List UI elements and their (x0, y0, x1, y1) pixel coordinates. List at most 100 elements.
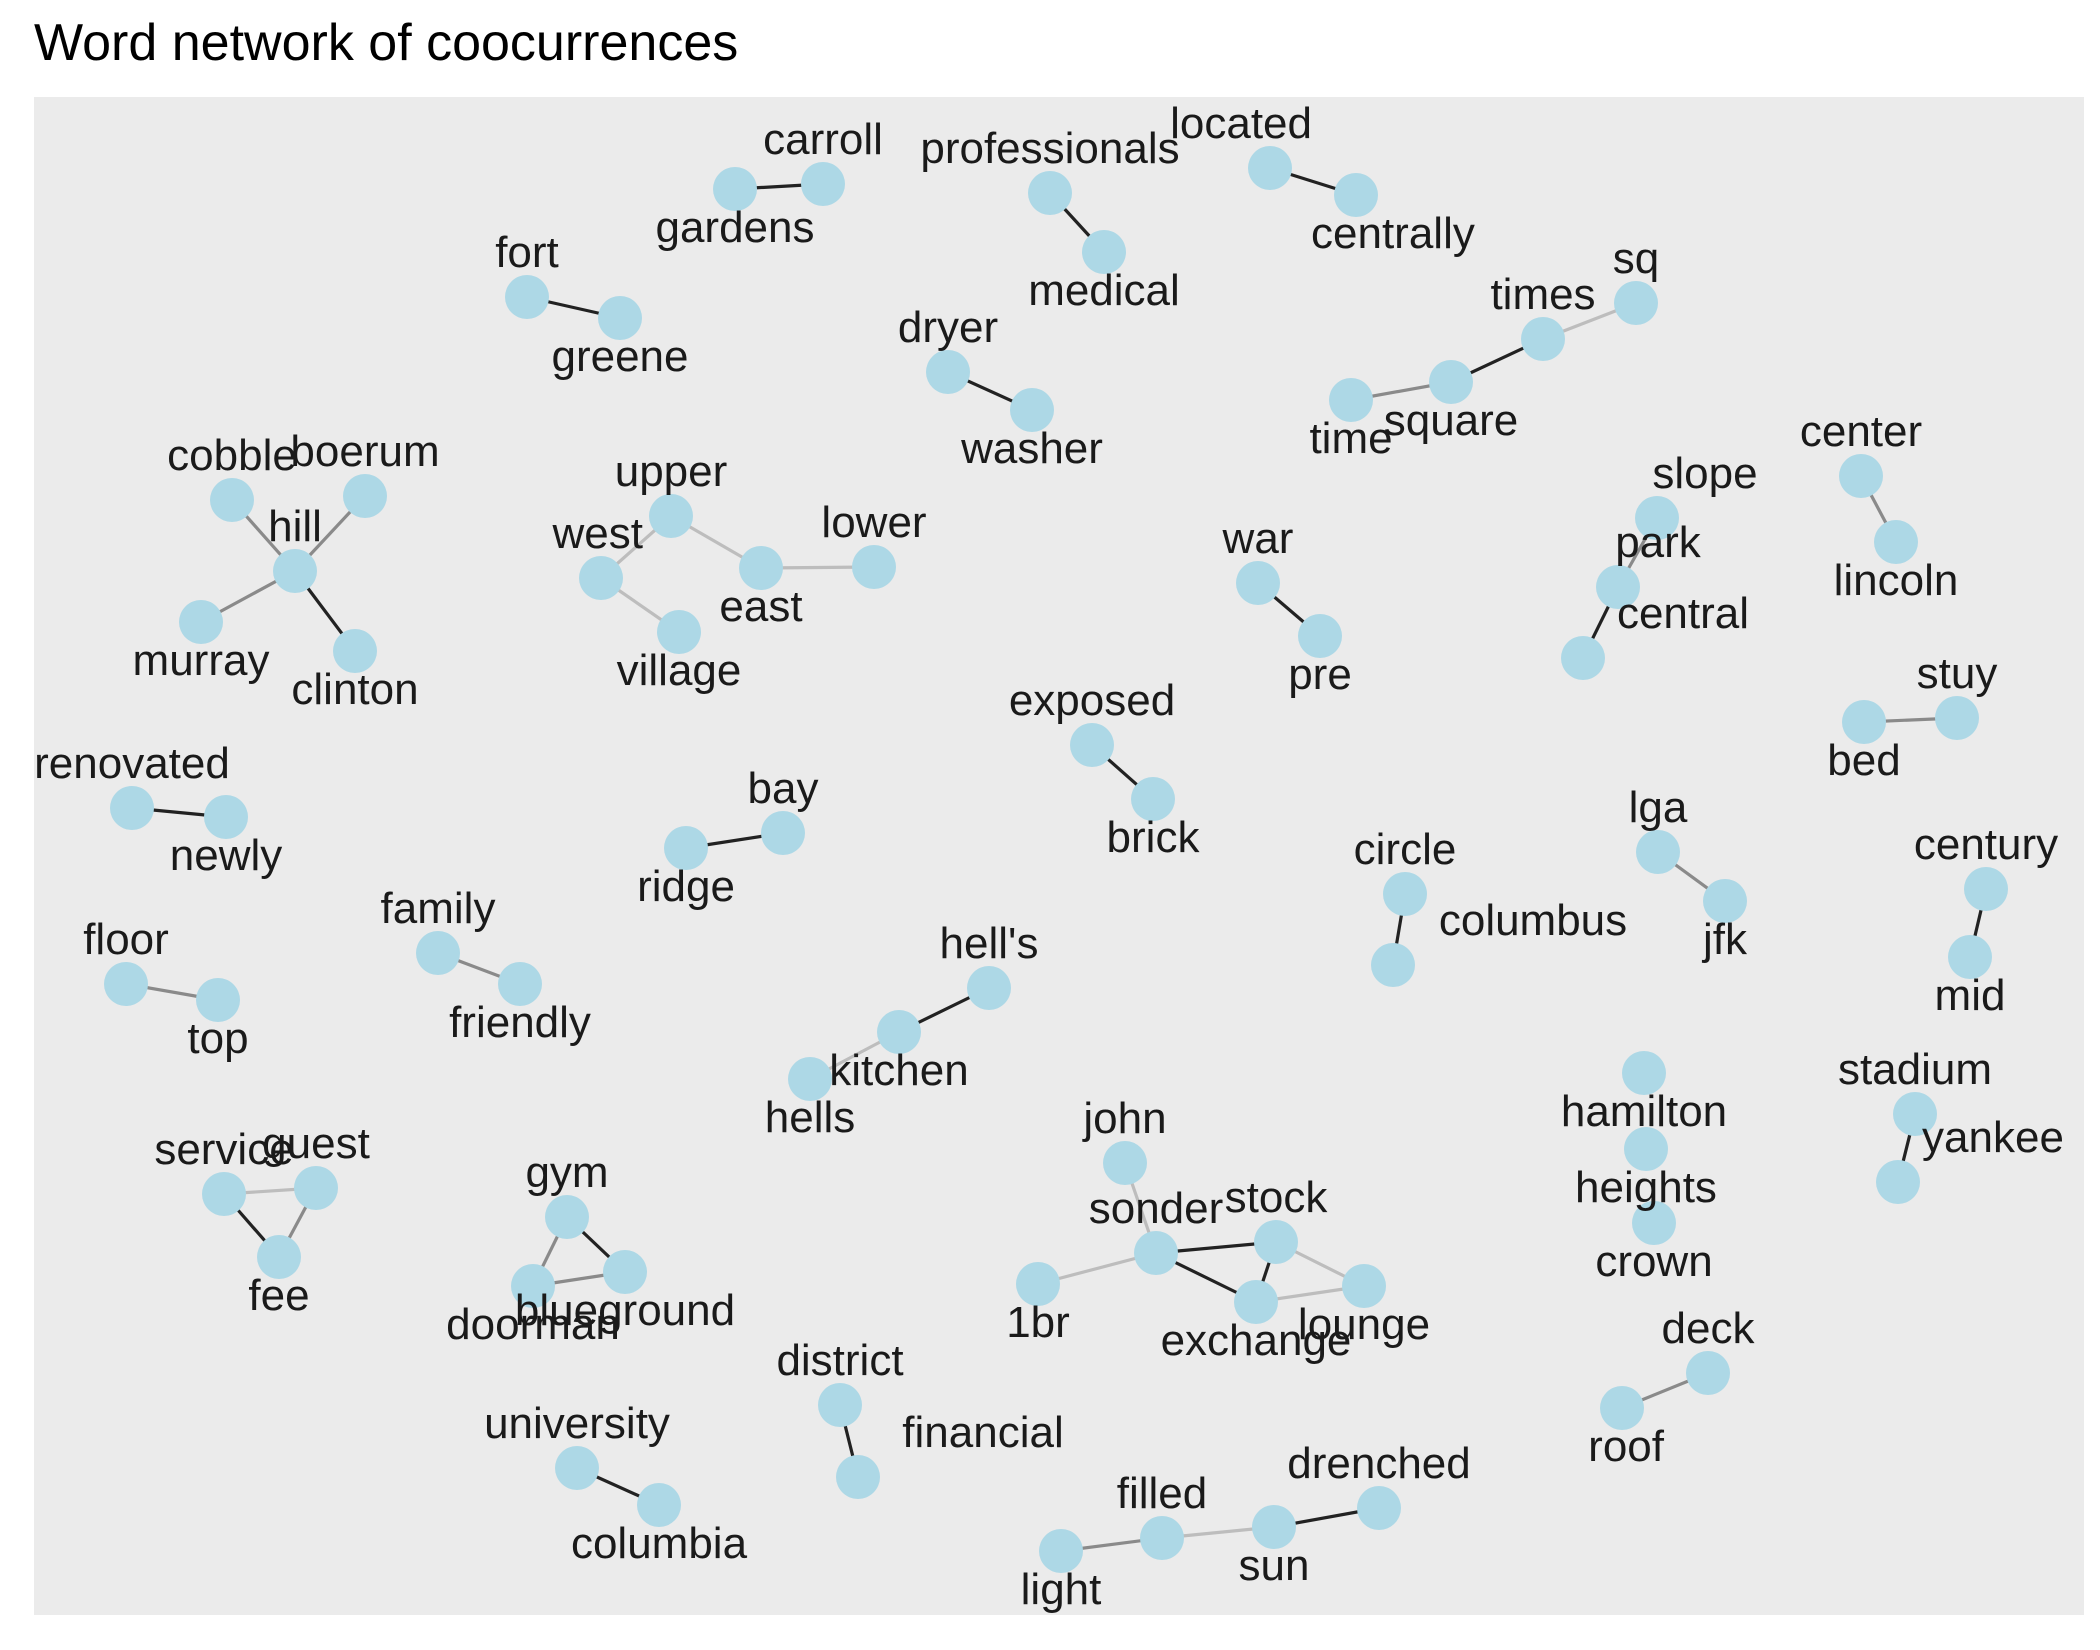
node-label-brick: brick (1107, 813, 1201, 862)
node-label-greene: greene (551, 332, 688, 381)
node-guest (294, 1166, 338, 1210)
node-label-financial: financial (902, 1408, 1063, 1457)
node-yankee (1876, 1160, 1920, 1204)
node-label-stadium: stadium (1838, 1045, 1992, 1094)
node-label-murray: murray (133, 636, 270, 685)
node-park (1596, 565, 1640, 609)
node-label-time: time (1309, 414, 1392, 463)
node-ridge (664, 826, 708, 870)
node-label-stuy: stuy (1917, 649, 1998, 698)
node-center (1839, 454, 1883, 498)
node-crown (1632, 1201, 1676, 1245)
node-financial (836, 1455, 880, 1499)
node-circle (1383, 872, 1427, 916)
node-john (1103, 1141, 1147, 1185)
node-professionals (1028, 171, 1072, 215)
node-label-center: center (1800, 407, 1922, 456)
node-hell-s (967, 966, 1011, 1010)
node-label-drenched: drenched (1287, 1439, 1470, 1488)
node-label-times: times (1490, 270, 1595, 319)
node-label-deck: deck (1662, 1304, 1756, 1353)
node-label-sq: sq (1613, 234, 1659, 283)
node-label-carroll: carroll (763, 115, 883, 164)
node-washer (1010, 388, 1054, 432)
node-central (1561, 636, 1605, 680)
node-label-village: village (617, 646, 742, 695)
node-label-century: century (1914, 820, 2058, 869)
node-label-clinton: clinton (291, 665, 418, 714)
node-1br (1016, 1262, 1060, 1306)
node-service (202, 1172, 246, 1216)
node-medical (1082, 230, 1126, 274)
label-layer: carrollgardensprofessionalsmedicallocate… (34, 99, 2064, 1614)
node-time (1329, 378, 1373, 422)
node-sq (1614, 281, 1658, 325)
node-lower (852, 545, 896, 589)
node-label-columbus: columbus (1439, 896, 1627, 945)
node-top (196, 978, 240, 1022)
node-label-jfk: jfk (1701, 915, 1748, 964)
node-newly (204, 795, 248, 839)
node-columbia (637, 1483, 681, 1527)
node-mid (1948, 935, 1992, 979)
node-label-lower: lower (821, 498, 926, 547)
node-label-west: west (552, 509, 643, 558)
node-war (1236, 561, 1280, 605)
node-heights (1624, 1127, 1668, 1171)
node-hells (788, 1057, 832, 1101)
node-label-heights: heights (1575, 1163, 1717, 1212)
node-label-dryer: dryer (898, 303, 998, 352)
node-label-centrally: centrally (1311, 209, 1475, 258)
node-label-family: family (381, 884, 496, 933)
node-label-district: district (776, 1336, 903, 1385)
node-clinton (333, 629, 377, 673)
node-village (657, 610, 701, 654)
node-located (1248, 146, 1292, 190)
node-light (1039, 1529, 1083, 1573)
node-label-located: located (1170, 99, 1312, 148)
node-carroll (801, 162, 845, 206)
node-century (1964, 867, 2008, 911)
node-exposed (1070, 723, 1114, 767)
node-label-mid: mid (1935, 971, 2006, 1020)
node-drenched (1357, 1486, 1401, 1530)
node-label-lga: lga (1629, 783, 1688, 832)
node-boerum (343, 474, 387, 518)
node-label-exposed: exposed (1009, 676, 1175, 725)
node-label-washer: washer (960, 424, 1103, 473)
node-label-circle: circle (1354, 825, 1457, 874)
node-centrally (1334, 173, 1378, 217)
chart-title: Word network of coocurrences (34, 14, 738, 72)
node-label-friendly: friendly (449, 998, 591, 1047)
node-label-east: east (719, 582, 802, 631)
node-friendly (498, 962, 542, 1006)
node-label-ridge: ridge (637, 862, 735, 911)
node-stadium (1893, 1092, 1937, 1136)
node-filled (1140, 1516, 1184, 1560)
node-lga (1636, 830, 1680, 874)
node-hill (273, 549, 317, 593)
node-label-professionals: professionals (920, 124, 1179, 173)
node-label-university: university (484, 1399, 670, 1448)
node-fee (257, 1235, 301, 1279)
node-label-crown: crown (1595, 1237, 1712, 1286)
node-lounge (1342, 1264, 1386, 1308)
node-label-exchange: exchange (1161, 1316, 1352, 1365)
node-label-yankee: yankee (1922, 1113, 2064, 1162)
node-label-roof: roof (1588, 1422, 1665, 1471)
node-deck (1686, 1351, 1730, 1395)
node-gym (545, 1195, 589, 1239)
node-hamilton (1622, 1051, 1666, 1095)
node-kitchen (877, 1010, 921, 1054)
node-label-war: war (1222, 514, 1294, 563)
node-label-fort: fort (495, 228, 559, 277)
node-stuy (1935, 696, 1979, 740)
node-label-medical: medical (1028, 266, 1180, 315)
node-murray (179, 600, 223, 644)
node-label-hamilton: hamilton (1561, 1087, 1727, 1136)
node-district (818, 1383, 862, 1427)
node-label-newly: newly (170, 831, 283, 880)
node-label-filled: filled (1117, 1469, 1208, 1518)
node-cobble (210, 478, 254, 522)
node-west (579, 556, 623, 600)
